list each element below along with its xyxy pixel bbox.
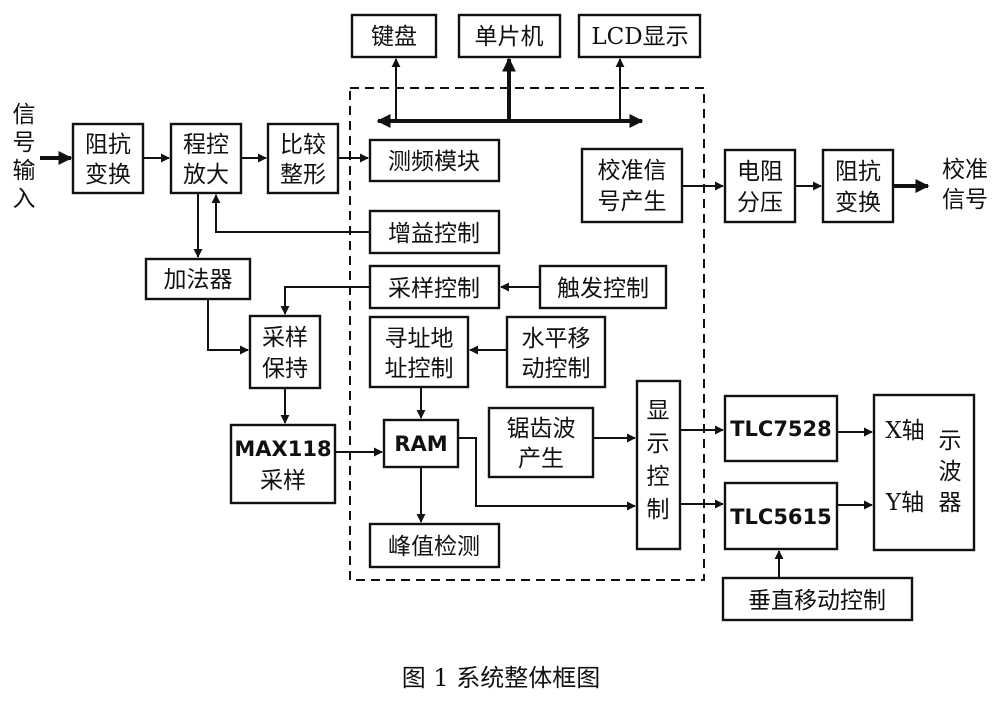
- svg-text:峰值检测: 峰值检测: [388, 534, 480, 560]
- svg-text:TLC7528: TLC7528: [730, 417, 832, 441]
- svg-text:锯齿波: 锯齿波: [507, 416, 576, 442]
- tlc7528-dac: TLC7528: [723, 394, 839, 463]
- svg-text:增益控制: 增益控制: [388, 221, 480, 247]
- figure-caption: 图 1 系统整体框图: [402, 664, 601, 692]
- svg-text:输: 输: [13, 158, 36, 184]
- svg-text:程控: 程控: [183, 132, 229, 158]
- svg-text:动控制: 动控制: [522, 356, 591, 382]
- svg-text:放大: 放大: [183, 162, 229, 188]
- svg-text:MAX118: MAX118: [234, 437, 331, 461]
- keyboard-label: 键盘: [371, 24, 417, 50]
- svg-text:控: 控: [647, 464, 670, 490]
- address-control: 寻址地 址控制: [368, 315, 470, 389]
- svg-text:采样: 采样: [262, 325, 308, 351]
- svg-text:号产生: 号产生: [598, 189, 667, 215]
- svg-text:示: 示: [647, 431, 670, 457]
- svg-text:信: 信: [13, 102, 36, 128]
- frequency-module: 测频模块: [368, 138, 501, 183]
- svg-text:RAM: RAM: [394, 432, 447, 456]
- svg-text:寻址地: 寻址地: [385, 326, 454, 352]
- vertical-move-control: 垂直移动控制: [721, 576, 914, 622]
- svg-text:波: 波: [939, 459, 962, 485]
- svg-text:变换: 变换: [85, 162, 131, 188]
- mcu-block: 单片机: [457, 13, 562, 59]
- svg-text:阻抗: 阻抗: [85, 132, 131, 158]
- svg-text:器: 器: [939, 490, 962, 516]
- max118-sampler: MAX118 采样: [229, 423, 337, 505]
- svg-text:信号: 信号: [942, 187, 988, 213]
- svg-text:变换: 变换: [835, 190, 881, 216]
- svg-text:制: 制: [647, 497, 670, 523]
- svg-text:采样控制: 采样控制: [388, 276, 480, 302]
- svg-text:号: 号: [13, 130, 36, 156]
- connectors: [40, 57, 930, 578]
- svg-text:电阻: 电阻: [737, 159, 783, 185]
- oscilloscope: X轴 Y轴 示 波 器: [872, 393, 976, 552]
- svg-text:入: 入: [13, 186, 36, 212]
- sample-hold: 采样 保持: [248, 314, 322, 390]
- svg-text:水平移: 水平移: [522, 326, 591, 352]
- svg-text:址控制: 址控制: [385, 356, 454, 382]
- svg-text:比较: 比较: [280, 132, 326, 158]
- trigger-control: 触发控制: [538, 264, 668, 310]
- svg-text:校准信: 校准信: [598, 158, 667, 184]
- y-axis-label: Y轴: [885, 490, 924, 516]
- sample-control: 采样控制: [368, 264, 501, 310]
- svg-text:显: 显: [647, 398, 670, 424]
- svg-text:产生: 产生: [518, 446, 564, 472]
- mcu-label: 单片机: [475, 24, 544, 50]
- adder: 加法器: [144, 257, 252, 301]
- signal-input-label: 信 号 输 入: [13, 102, 36, 212]
- svg-text:测频模块: 测频模块: [388, 149, 480, 175]
- svg-text:分压: 分压: [737, 190, 783, 216]
- mcu-boundary: [349, 87, 705, 581]
- calibration-generator: 校准信 号产生: [580, 147, 684, 224]
- svg-text:TLC5615: TLC5615: [730, 505, 832, 529]
- resistor-divider: 电阻 分压: [723, 148, 797, 224]
- ram: RAM: [382, 418, 460, 469]
- svg-text:采样: 采样: [260, 468, 306, 494]
- lcd-block: LCD显示: [577, 13, 702, 59]
- svg-text:示: 示: [939, 428, 962, 454]
- display-control: 显 示 控 制: [635, 379, 682, 551]
- peak-detection: 峰值检测: [368, 522, 501, 569]
- x-axis-label: X轴: [885, 418, 924, 444]
- impedance-converter-2: 阻抗 变换: [821, 148, 895, 224]
- svg-text:校准: 校准: [942, 157, 988, 183]
- tlc5615-dac: TLC5615: [723, 481, 839, 551]
- svg-text:保持: 保持: [262, 356, 308, 382]
- svg-text:垂直移动控制: 垂直移动控制: [748, 588, 886, 614]
- svg-text:整形: 整形: [280, 162, 326, 188]
- svg-text:触发控制: 触发控制: [557, 276, 649, 302]
- calibration-output-label: 校准 信号: [942, 157, 988, 213]
- horizontal-move-control: 水平移 动控制: [505, 315, 607, 389]
- keyboard-block: 键盘: [350, 13, 438, 59]
- gain-control: 增益控制: [368, 209, 501, 255]
- lcd-label: LCD显示: [591, 24, 688, 50]
- comparator-shaper: 比较 整形: [266, 122, 340, 195]
- sawtooth-generator: 锯齿波 产生: [487, 406, 595, 479]
- svg-text:阻抗: 阻抗: [835, 159, 881, 185]
- impedance-converter-1: 阻抗 变换: [71, 122, 145, 195]
- svg-text:加法器: 加法器: [164, 267, 233, 293]
- programmable-amplifier: 程控 放大: [169, 122, 243, 195]
